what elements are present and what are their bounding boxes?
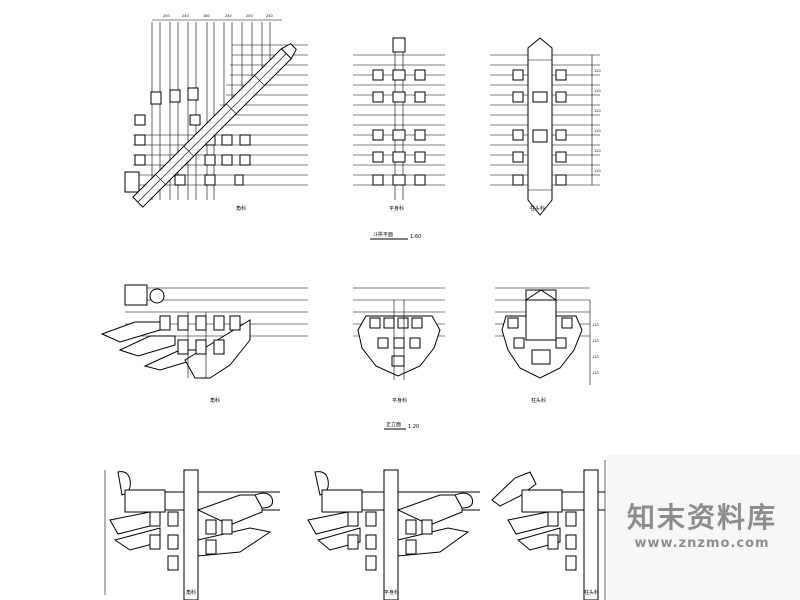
dim-right-2: 120	[594, 89, 601, 93]
dim-right-1: 120	[594, 69, 601, 73]
dim-top-5: 200	[246, 14, 253, 18]
dim-right-mid-1: 120	[592, 323, 599, 327]
dim-right-mid-2: 120	[592, 339, 599, 343]
label-elev-intermediate: 平身科	[392, 397, 407, 404]
elev-scale: 1:20	[408, 424, 419, 430]
elev-title-text: 正立面	[386, 421, 401, 428]
label-section-intermediate: 平身科	[384, 589, 399, 596]
dim-top-3: 180	[203, 14, 210, 18]
label-plan-column: 柱头科	[530, 205, 545, 212]
section-column-bracket: 柱头科	[491, 460, 606, 600]
dim-right-4: 120	[594, 129, 601, 133]
elev-intermediate-bracket: 平身科	[353, 287, 445, 404]
plan-column-bracket: 120 120 120 120 120 120 柱头科	[490, 37, 601, 216]
elev-title: 正立面 1:20	[384, 421, 419, 430]
dim-top-1: 200	[163, 14, 170, 18]
label-plan-corner: 角科	[236, 205, 246, 212]
section-corner-bracket: 角科	[104, 469, 280, 600]
label-elev-corner: 角科	[210, 397, 220, 404]
plan-scale: 1:60	[410, 234, 421, 240]
dim-right-mid-4: 120	[592, 371, 599, 375]
dim-top-4: 240	[225, 14, 232, 18]
watermark-title: 知末资料库	[626, 501, 777, 534]
section-intermediate-bracket: 平身科	[307, 469, 480, 600]
label-section-corner: 角科	[186, 589, 196, 596]
dim-right-6: 120	[594, 169, 601, 173]
label-elev-column: 柱头科	[531, 397, 546, 404]
elev-column-bracket: 120 120 120 120 柱头科	[495, 287, 599, 404]
plan-corner-bracket: 200 240 180 240 200 240	[124, 14, 308, 212]
label-plan-intermediate: 平身科	[389, 205, 404, 212]
elev-corner-bracket: 角科	[100, 284, 308, 404]
dim-right-5: 120	[594, 149, 601, 153]
plan-title-text: 斗拱平面	[373, 231, 393, 238]
dim-right-3: 120	[594, 109, 601, 113]
watermark-url: www.znzmo.com	[634, 536, 770, 551]
label-section-column: 柱头科	[584, 589, 599, 596]
dim-top-6: 240	[266, 14, 273, 18]
watermark-panel	[607, 455, 800, 600]
dim-top-2: 240	[182, 14, 189, 18]
dim-right-mid-3: 120	[592, 355, 599, 359]
plan-title: 斗拱平面 1:60	[370, 231, 421, 240]
plan-intermediate-bracket: 平身科	[353, 37, 445, 212]
